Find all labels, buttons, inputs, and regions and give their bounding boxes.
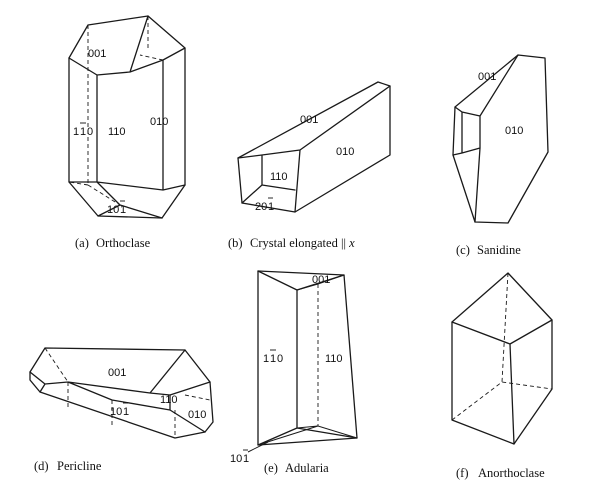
face-e-1-bar-10-part1: 1 <box>263 353 269 365</box>
face-a-1-bar-10-part3: 0 <box>87 126 93 138</box>
caption-c-letter: (c) <box>456 243 470 257</box>
crystal-a-orthoclase: 001 1 1 0 110 010 10 1 (a) Orthoclase <box>68 15 186 250</box>
caption-f-letter: (f) <box>456 466 469 480</box>
caption-b-name: Crystal elongated || <box>250 236 349 250</box>
face-e-1-bar-10-part2: 1 <box>270 353 276 365</box>
caption-e-name: Adularia <box>285 461 329 475</box>
face-a-10-bar-1-part2: 1 <box>120 204 126 216</box>
face-e-10-bar-1-part1: 10 <box>230 453 242 465</box>
caption-d-letter: (d) <box>34 459 49 473</box>
face-a-10-bar-1-part1: 10 <box>107 204 119 216</box>
face-d-110: 110 <box>160 394 178 406</box>
face-c-010: 010 <box>505 125 523 137</box>
caption-f-name: Anorthoclase <box>478 466 545 480</box>
caption-b-axis: x <box>348 236 355 250</box>
face-a-1-bar-10-part2: 1 <box>80 126 86 138</box>
caption-a-letter: (a) <box>75 236 89 250</box>
crystal-f-anorthoclase: (f) Anorthoclase <box>451 272 553 480</box>
face-b-001: 001 <box>300 114 318 126</box>
face-e-10-bar-1-part2: 1 <box>243 453 249 465</box>
crystal-d-pericline: 001 10 1 110 010 (d) Pericline <box>29 347 214 473</box>
face-d-10-bar-1-part1: 10 <box>110 406 122 418</box>
face-b-010: 010 <box>336 146 354 158</box>
face-d-001: 001 <box>108 367 126 379</box>
face-b-20-bar-1-part1: 20 <box>255 201 267 213</box>
caption-d-name: Pericline <box>57 459 102 473</box>
face-a-1-bar-10-part1: 1 <box>73 126 79 138</box>
caption-b-letter: (b) <box>228 236 243 250</box>
caption-c-name: Sanidine <box>477 243 521 257</box>
caption-a-name: Orthoclase <box>96 236 151 250</box>
face-a-001: 001 <box>88 48 106 60</box>
svg-text:Crystal elongated || x: Crystal elongated || x <box>250 236 355 250</box>
face-e-001: 001 <box>312 274 330 286</box>
crystal-e-adularia: 001 1 1 0 110 10 1 (e) Adularia <box>230 270 358 475</box>
face-e-110: 110 <box>325 353 343 365</box>
crystal-b-elongated: 001 010 110 20 1 (b) Crystal elongated |… <box>228 81 391 250</box>
face-d-010: 010 <box>188 409 206 421</box>
face-c-001: 001 <box>478 71 496 83</box>
face-d-10-bar-1-part2: 1 <box>123 406 129 418</box>
face-e-1-bar-10-part3: 0 <box>277 353 283 365</box>
face-a-110: 110 <box>108 126 126 138</box>
face-a-010: 010 <box>150 116 168 128</box>
caption-e-letter: (e) <box>264 461 278 475</box>
face-b-110: 110 <box>270 171 288 183</box>
crystal-c-sanidine: 001 010 (c) Sanidine <box>452 54 549 257</box>
face-b-20-bar-1-part2: 1 <box>268 201 274 213</box>
